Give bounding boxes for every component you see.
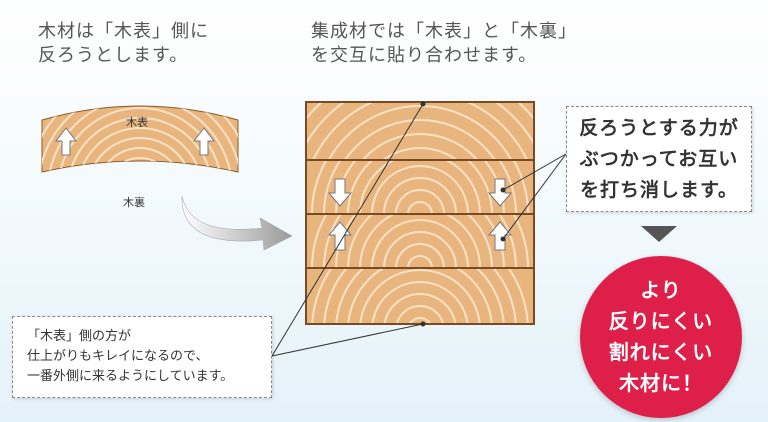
callout-right-line-2: ぶつかってお互い bbox=[579, 148, 739, 170]
up-arrow-icon bbox=[192, 127, 216, 156]
label-back: 木裏 bbox=[123, 196, 145, 209]
transition-arrow-icon bbox=[181, 195, 293, 251]
badge-line-3: 割れにくい bbox=[608, 340, 714, 364]
badge-line-1: より bbox=[640, 278, 682, 302]
curved-board bbox=[41, 105, 239, 173]
callout-canceling-forces: 反ろうとする力が ぶつかってお互い を打ち消します。 bbox=[566, 106, 752, 212]
callout-left-line-2: 仕上がりもキレイになるので、 bbox=[27, 349, 209, 364]
badge-line-4: 木材に！ bbox=[619, 371, 703, 395]
badge-line-2: 反りにくい bbox=[608, 309, 714, 333]
callout-left-line-1: 「木表」側の方が bbox=[27, 329, 132, 344]
callout-left-line-3: 一番外側に来るようにしています。 bbox=[27, 369, 234, 384]
up-arrow-icon bbox=[327, 221, 353, 251]
left-heading-line-2: 反ろうとします。 bbox=[38, 45, 189, 66]
up-arrow-icon bbox=[487, 221, 513, 251]
down-arrow-icon bbox=[327, 178, 353, 207]
right-heading-line-2: を交互に貼り合わせます。 bbox=[311, 45, 538, 66]
leader-lines bbox=[271, 101, 567, 357]
result-badge: より 反りにくい 割れにくい 木材に！ bbox=[580, 256, 742, 418]
callout-face-outside: 「木表」側の方が 仕上がりもキレイになるので、 一番外側に来るようにしています。 bbox=[12, 316, 272, 398]
left-heading: 木材は「木表」側に 反ろうとします。 bbox=[38, 20, 209, 68]
label-face: 木表 bbox=[126, 116, 148, 129]
down-arrow-icon bbox=[487, 178, 513, 207]
right-heading-line-1: 集成材では「木表」と「木裏」 bbox=[311, 21, 577, 42]
down-triangle-icon bbox=[641, 226, 677, 242]
callout-right-line-1: 反ろうとする力が bbox=[579, 117, 739, 139]
right-heading: 集成材では「木表」と「木裏」 を交互に貼り合わせます。 bbox=[311, 20, 577, 68]
laminated-wood bbox=[305, 101, 535, 325]
callout-right-line-3: を打ち消します。 bbox=[579, 179, 739, 201]
up-arrow-icon bbox=[54, 127, 78, 156]
left-heading-line-1: 木材は「木表」側に bbox=[38, 21, 209, 42]
